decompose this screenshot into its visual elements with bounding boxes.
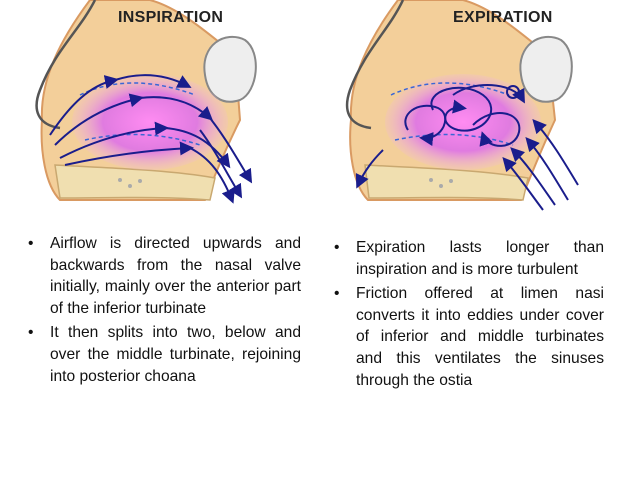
expiration-illustration xyxy=(345,0,579,211)
middle-turbinate-outline xyxy=(390,82,510,96)
inspiration-title: INSPIRATION xyxy=(118,9,224,26)
bullet-marker: • xyxy=(28,324,34,342)
bullet-marker: • xyxy=(334,285,340,303)
turbulent-eddies xyxy=(404,84,525,147)
hard-palate xyxy=(364,164,529,201)
inspiration-illustration xyxy=(35,0,257,204)
nose-outline xyxy=(35,0,97,130)
inferior-turbinate-outline xyxy=(84,133,201,146)
expiratory-airflow-arrows xyxy=(355,119,579,211)
bullet-text: Airflow is directed upwards and backward… xyxy=(50,235,301,317)
bullet-text: It then splits into two, below and over … xyxy=(50,324,301,385)
sphenoid-sinus xyxy=(519,35,573,103)
bullet-marker: • xyxy=(334,239,340,256)
list-item: • Expiration lasts longer than inspirati… xyxy=(330,237,604,280)
hard-palate xyxy=(54,164,216,201)
list-item: • Airflow is directed upwards and backwa… xyxy=(24,233,301,319)
list-item: • Friction offered at limen nasi convert… xyxy=(330,283,604,391)
inspiratory-airflow-arrows xyxy=(49,74,253,204)
inferior-turbinate-outline xyxy=(394,133,514,146)
expiration-diagram: EXPIRATION xyxy=(323,0,638,230)
inspiration-diagram: INSPIRATION xyxy=(0,0,306,230)
bullet-text: Friction offered at limen nasi converts … xyxy=(356,285,604,389)
expiration-bullet-list: • Expiration lasts longer than inspirati… xyxy=(330,237,604,394)
bullet-text: Expiration lasts longer than inspiration… xyxy=(356,239,604,278)
inspiration-bullet-list: • Airflow is directed upwards and backwa… xyxy=(24,233,301,390)
sphenoid-sinus xyxy=(203,35,257,103)
expiration-title: EXPIRATION xyxy=(453,9,553,26)
list-item: • It then splits into two, below and ove… xyxy=(24,322,301,387)
nose-outline xyxy=(345,0,405,130)
bullet-marker: • xyxy=(28,235,34,252)
